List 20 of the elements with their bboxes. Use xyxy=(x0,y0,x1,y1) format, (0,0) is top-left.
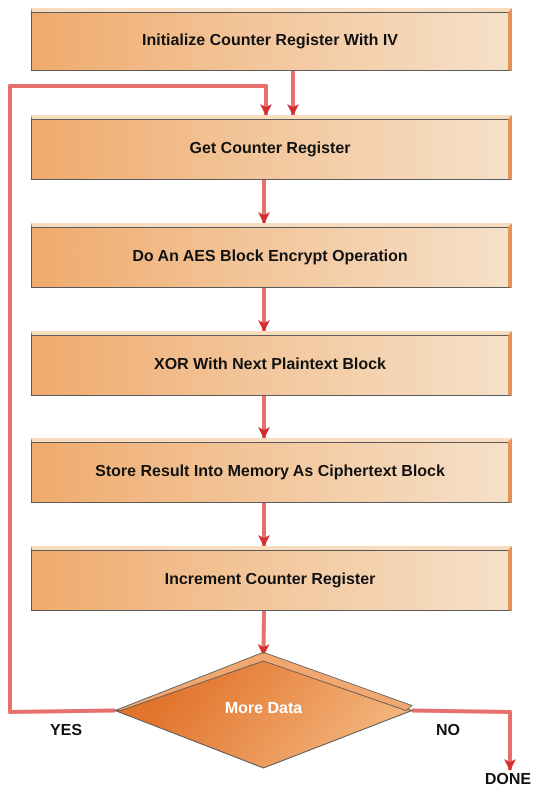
arrow xyxy=(287,71,299,116)
step-label: Store Result Into Memory As Ciphertext Block xyxy=(95,463,445,481)
process-box xyxy=(31,115,512,180)
step-label: Get Counter Register xyxy=(190,140,350,158)
arrow xyxy=(412,708,516,771)
process-box xyxy=(31,8,512,71)
end-label: DONE xyxy=(480,770,535,790)
process-box xyxy=(31,438,512,503)
arrow xyxy=(258,503,270,547)
step-label: Do An AES Block Encrypt Operation xyxy=(132,248,408,266)
process-box xyxy=(31,223,512,288)
arrow xyxy=(258,180,270,224)
process-box xyxy=(31,546,512,611)
decision-label: More Data xyxy=(224,700,302,718)
step-label: Initialize Counter Register With IV xyxy=(142,32,398,50)
arrow xyxy=(258,396,270,439)
step-label: XOR With Next Plaintext Block xyxy=(154,356,386,374)
process-box xyxy=(31,331,512,396)
arrow xyxy=(258,288,270,332)
step-label: Increment Counter Register xyxy=(164,571,376,589)
